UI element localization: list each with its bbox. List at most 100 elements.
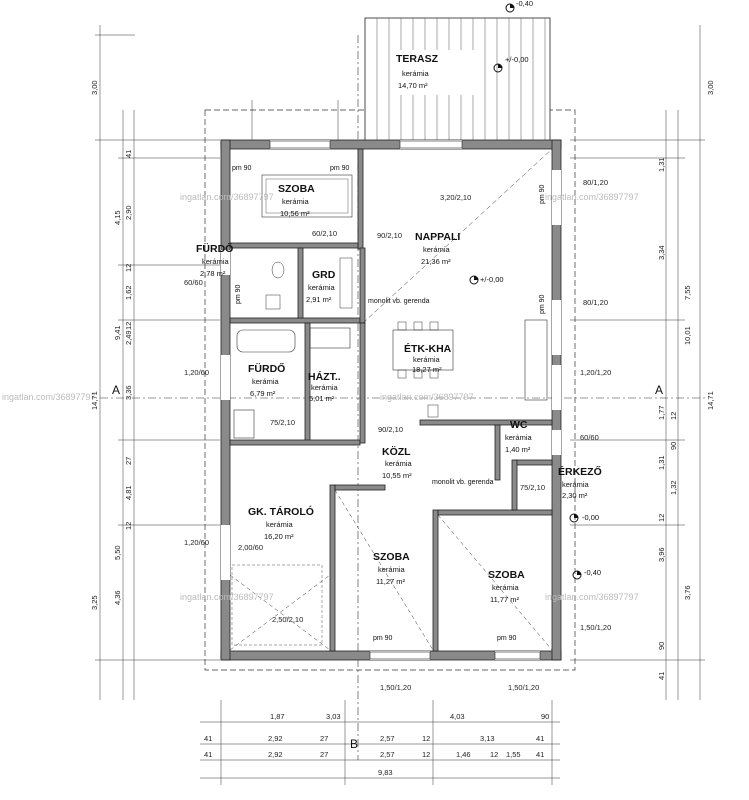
left-dimension-lines: [95, 25, 220, 700]
beam-label: monolit vb. gerenda: [432, 479, 494, 486]
room-etk-kha: ÉTK-KHA kerámia 18,27 m²: [404, 342, 452, 374]
svg-text:+/-0,00: +/-0,00: [480, 275, 504, 284]
opening-label: 90/2,10: [378, 425, 403, 434]
room-szoba-2: SZOBA kerámia 11,27 m²: [373, 551, 410, 586]
opening-label: 75/2,10: [270, 418, 295, 427]
section-a-left: A: [112, 383, 120, 397]
svg-text:kerámia: kerámia: [385, 459, 413, 468]
dim-right: 90: [669, 442, 678, 450]
door-label: pm 90: [497, 635, 517, 642]
room-erkezo: ÉRKEZŐ kerámia 2,30 m² -0,00: [558, 465, 602, 522]
opening-label: 60/60: [580, 433, 599, 442]
door-label: pm 90: [232, 165, 252, 172]
dim-left: 2,90: [124, 205, 133, 220]
room-wc: WC kerámia 1,40 m²: [505, 419, 533, 454]
dim-right: 1,31: [657, 157, 666, 172]
door-label: pm 90: [235, 284, 242, 304]
dim-right: 10,01: [683, 326, 692, 345]
svg-text:10,55 m²: 10,55 m²: [382, 471, 412, 480]
dim-left: 5,50: [113, 545, 122, 560]
dim-left: 3,00: [90, 80, 99, 95]
terrace: [364, 17, 551, 147]
svg-text:10,56 m²: 10,56 m²: [280, 209, 310, 218]
svg-text:ÉTK-KHA: ÉTK-KHA: [404, 342, 452, 355]
room-szoba-1: SZOBA kerámia 10,56 m²: [278, 183, 315, 218]
svg-text:2,30 m²: 2,30 m²: [562, 491, 588, 500]
dim-right: 41: [657, 672, 666, 680]
dim-bottom: 12: [422, 734, 430, 743]
watermark: ingatlan.com/36897797: [545, 192, 639, 202]
room-furdo-2: FÜRDŐ kerámia 6,79 m²: [248, 362, 285, 398]
svg-text:HÁZT..: HÁZT..: [308, 370, 341, 383]
dim-right: 1,77: [657, 405, 666, 420]
dim-left: 9,41: [113, 325, 122, 340]
opening-label: 1,20/60: [184, 538, 209, 547]
dim-right: 90: [657, 642, 666, 650]
opening-label: 1,20/1,20: [580, 368, 611, 377]
dim-left: 12: [124, 522, 133, 530]
door-label: pm 90: [330, 165, 350, 172]
section-b-bottom: B: [350, 737, 358, 751]
dim-left: 4,36: [113, 590, 122, 605]
room-gk-tarolo: GK. TÁROLÓ kerámia 16,20 m²: [248, 505, 314, 541]
svg-text:14,70 m²: 14,70 m²: [398, 81, 428, 90]
svg-text:21,36 m²: 21,36 m²: [421, 257, 451, 266]
svg-text:5,01 m²: 5,01 m²: [309, 394, 335, 403]
svg-text:+/-0,00: +/-0,00: [505, 55, 529, 64]
opening-label: 2,50/2,10: [272, 615, 303, 624]
svg-text:GK. TÁROLÓ: GK. TÁROLÓ: [248, 505, 314, 518]
dim-right: 3,00: [706, 80, 715, 95]
dim-bottom: 2,57: [380, 734, 395, 743]
svg-text:KÖZL: KÖZL: [382, 445, 411, 458]
opening-label: 1,50/1,20: [580, 623, 611, 632]
room-furdo-1: FÜRDŐ kerámia 2,78 m²: [196, 242, 233, 278]
dim-right: 3,34: [657, 245, 666, 260]
opening-label: 3,20/2,10: [440, 193, 471, 202]
beam-label: monolit vb. gerenda: [368, 298, 430, 305]
dim-bottom: 2,92: [268, 734, 283, 743]
svg-text:11,77 m²: 11,77 m²: [490, 595, 520, 604]
svg-text:2,78 m²: 2,78 m²: [200, 269, 226, 278]
dim-bottom: 90: [541, 712, 549, 721]
dim-bottom: 27: [320, 734, 328, 743]
right-dimension-lines: [570, 25, 705, 700]
dim-right: 3,76: [683, 585, 692, 600]
dim-bottom: 1,55: [506, 750, 521, 759]
svg-text:kerámia: kerámia: [562, 480, 590, 489]
svg-text:kerámia: kerámia: [252, 377, 280, 386]
svg-text:GRD: GRD: [312, 269, 336, 281]
furniture: [231, 174, 548, 646]
room-kozl: KÖZL kerámia 10,55 m²: [382, 445, 413, 480]
interior-walls: [229, 148, 553, 652]
room-terasz: TERASZ kerámia 14,70 m² +/-0,00: [396, 53, 529, 90]
svg-text:11,27 m²: 11,27 m²: [376, 577, 406, 586]
dim-left: 4,81: [124, 485, 133, 500]
dim-bottom: 12: [490, 750, 498, 759]
dim-right: 3,96: [657, 547, 666, 562]
svg-text:kerámia: kerámia: [413, 355, 441, 364]
watermark: ingatlan.com/36897797: [545, 592, 639, 602]
exterior-walls: [220, 139, 562, 661]
svg-text:1,40 m²: 1,40 m²: [505, 445, 531, 454]
dim-bottom: 41: [204, 734, 212, 743]
dim-left: 4,15: [113, 210, 122, 225]
dim-bottom: 41: [536, 734, 544, 743]
room-nappali: NAPPALI kerámia 21,36 m² +/-0,00: [415, 231, 504, 284]
bottom-dimension-lines: [200, 700, 560, 785]
svg-text:kerámia: kerámia: [505, 433, 533, 442]
dim-right: 1,31: [657, 455, 666, 470]
svg-text:FÜRDŐ: FÜRDŐ: [196, 242, 233, 255]
svg-text:-0,40: -0,40: [584, 568, 601, 577]
door-label: pm 90: [539, 184, 546, 204]
svg-text:kerámia: kerámia: [202, 257, 230, 266]
opening-label: 80/1,20: [583, 298, 608, 307]
dim-left: 14,71: [90, 391, 99, 410]
svg-text:kerámia: kerámia: [402, 69, 430, 78]
dim-left: 12: [124, 264, 133, 272]
watermark: ingatlan.com/36897797: [2, 392, 96, 402]
dim-bottom: 3,13: [480, 734, 495, 743]
opening-label: 75/2,10: [520, 483, 545, 492]
svg-text:kerámia: kerámia: [282, 197, 310, 206]
section-a-right: A: [655, 383, 663, 397]
